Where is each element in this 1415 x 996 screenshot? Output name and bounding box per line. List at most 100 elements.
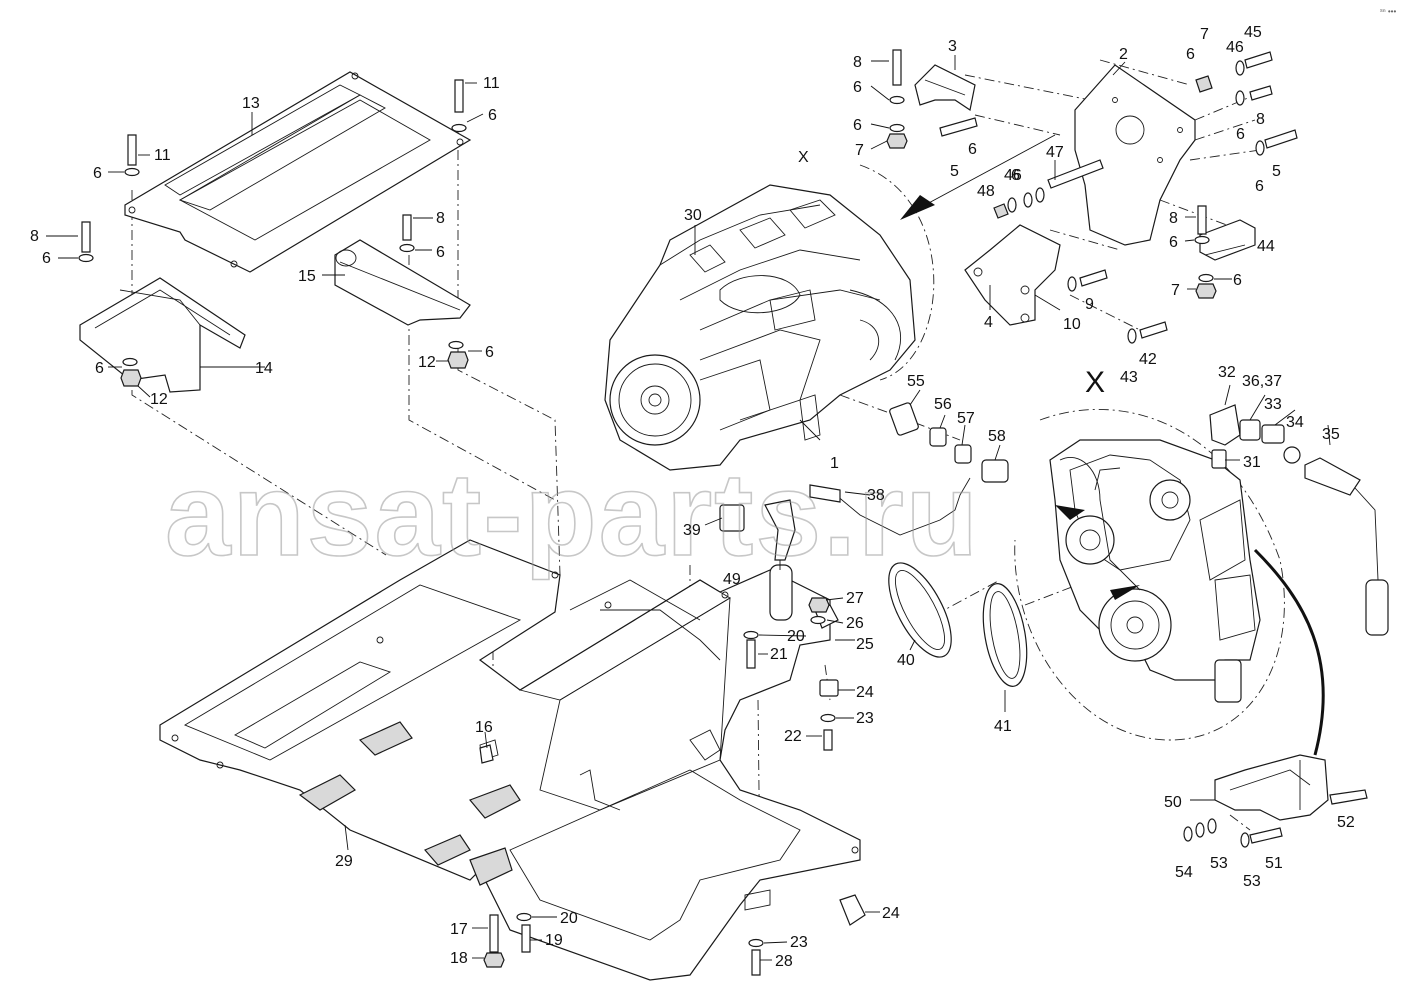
callout-label: 34 <box>1286 414 1304 431</box>
callout-label: 48 <box>977 183 995 200</box>
callout-label: 23 <box>856 710 874 727</box>
callout-label: 6 <box>93 165 102 182</box>
callout-label: 39 <box>683 522 701 539</box>
hose-35 <box>1304 457 1389 636</box>
callout-label: 17 <box>450 921 468 938</box>
callout-label: 10 <box>1063 316 1081 333</box>
callout-label: 52 <box>1337 814 1355 831</box>
callout-label: 6 <box>485 344 494 361</box>
callout-label: 30 <box>684 207 702 224</box>
callout-label: 3 <box>948 38 957 55</box>
callout-label: 8 <box>853 54 862 71</box>
view-marker-x-small: X <box>798 149 809 166</box>
callout-label: 5 <box>950 163 959 180</box>
callout-label: 6 <box>968 141 977 158</box>
view-marker-x-large: X <box>1085 366 1105 399</box>
callout-label: 36,37 <box>1242 373 1282 390</box>
callout-label: 47 <box>1046 144 1064 161</box>
callout-label: 6 <box>853 79 862 96</box>
leader-lines <box>200 55 1331 913</box>
bracket-14 <box>79 277 246 393</box>
callout-label: 18 <box>450 950 468 967</box>
callout-label: 51 <box>1265 855 1283 872</box>
callout-label: 41 <box>994 718 1012 735</box>
callout-label: 8 <box>30 228 39 245</box>
callout-label: 24 <box>856 684 874 701</box>
cover-plate <box>124 71 472 273</box>
callout-label: 7 <box>855 142 864 159</box>
callout-label: 23 <box>790 934 808 951</box>
callout-label: 15 <box>298 268 316 285</box>
callout-label: 53 <box>1243 873 1261 890</box>
tube-49 <box>769 564 793 621</box>
mount-50 <box>1214 754 1329 821</box>
callout-label: 27 <box>846 590 864 607</box>
callout-label: 43 <box>1120 369 1138 386</box>
callout-label: 25 <box>856 636 874 653</box>
bracket-4 <box>964 224 1061 326</box>
callout-label: 6 <box>42 250 51 267</box>
callout-label: 58 <box>988 428 1006 445</box>
callout-label: 6 <box>1255 178 1264 195</box>
callout-label: 8 <box>1256 111 1265 128</box>
callout-label: 42 <box>1139 351 1157 368</box>
callout-label: 11 <box>483 75 500 92</box>
callout-label: 2 <box>1119 46 1128 63</box>
callout-label: 45 <box>1244 24 1262 41</box>
callout-label: 35 <box>1322 426 1340 443</box>
engine-30 <box>604 184 916 471</box>
callout-label: 33 <box>1264 396 1282 413</box>
callout-label: 28 <box>775 953 793 970</box>
callout-label: 20 <box>560 910 578 927</box>
callout-label: 6 <box>95 360 104 377</box>
return-arrow <box>900 134 1325 756</box>
callout-label: 6 <box>1233 272 1242 289</box>
callout-label: 56 <box>934 396 952 413</box>
bracket-44 <box>1199 219 1256 261</box>
callout-label: 6 <box>488 107 497 124</box>
callout-label: 26 <box>846 615 864 632</box>
callout-label: 21 <box>770 646 788 663</box>
callout-label: 7 <box>1200 26 1209 43</box>
callout-label: 54 <box>1175 864 1193 881</box>
callout-label: 40 <box>897 652 915 669</box>
callout-label: 29 <box>335 853 353 870</box>
belt-41 <box>982 583 1028 687</box>
callout-label: 19 <box>545 932 563 949</box>
callout-label: 6 <box>1169 234 1178 251</box>
callout-label: 11 <box>154 147 171 164</box>
callout-label: 20 <box>787 628 805 645</box>
callout-label: 9 <box>1085 296 1094 313</box>
callout-label: 8 <box>436 210 445 227</box>
callout-label: 8 <box>1169 210 1178 227</box>
callout-label: 4 <box>984 314 993 331</box>
callout-label: 46 <box>1004 167 1022 184</box>
belt-40 <box>888 562 952 658</box>
callout-label: 24 <box>882 905 900 922</box>
callout-label: 6 <box>1011 167 1020 184</box>
callout-ticks <box>46 60 1232 961</box>
callout-label: 6 <box>853 117 862 134</box>
callout-label: 46 <box>1226 39 1244 56</box>
callout-label: 6 <box>436 244 445 261</box>
engine-front-view-x <box>1049 439 1261 703</box>
callout-label: 38 <box>867 487 885 504</box>
callout-label: 22 <box>784 728 802 745</box>
fasteners <box>78 49 1368 976</box>
watermark-text: ansat-parts.ru <box>165 449 980 581</box>
callout-label: 57 <box>957 410 975 427</box>
callout-label: 6 <box>1186 46 1195 63</box>
callout-label: 7 <box>1171 282 1180 299</box>
callout-label: 49 <box>723 571 741 588</box>
corner-mark: ˢⁿ ••• <box>1380 7 1396 16</box>
callout-label: 16 <box>475 719 493 736</box>
callout-label: 32 <box>1218 364 1236 381</box>
callout-label: 6 <box>1236 126 1245 143</box>
callout-label: 50 <box>1164 794 1182 811</box>
callout-label: 31 <box>1243 454 1261 471</box>
callout-labels: 1 2 3 4 5 5 6 6 6 6 6 6 6 6 6 6 6 6 6 6 … <box>30 24 1355 970</box>
callout-label: 5 <box>1272 163 1281 180</box>
callout-label: 44 <box>1257 238 1275 255</box>
bracket-3 <box>914 64 976 111</box>
